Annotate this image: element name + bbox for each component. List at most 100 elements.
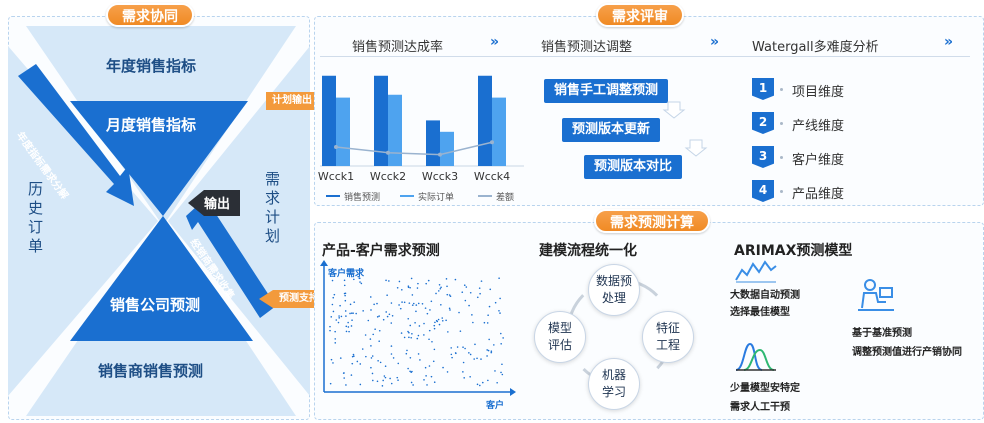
- scatter-point: [330, 316, 333, 318]
- scatter-x-arrow: [510, 388, 516, 396]
- diag-arrow-top: [18, 64, 134, 206]
- chevron-icon-2: »: [710, 34, 720, 50]
- scatter-point: [479, 292, 481, 295]
- history-band: [8, 46, 158, 396]
- scatter-point: [352, 312, 354, 314]
- scatter-point: [454, 278, 457, 281]
- scatter-point: [493, 344, 495, 346]
- plan-band: [168, 46, 310, 396]
- scatter-point: [378, 340, 380, 343]
- scatter-point: [483, 321, 486, 324]
- scatter-point: [351, 319, 353, 321]
- bar-forecast-Wcck3: [426, 120, 440, 166]
- tab-underline: [320, 56, 970, 57]
- scatter-point: [412, 384, 414, 386]
- scatter-point: [406, 349, 408, 352]
- scatter-point: [435, 319, 438, 322]
- scatter-point: [334, 338, 337, 340]
- step-manual-adjust[interactable]: 销售手工调整预测: [544, 79, 669, 103]
- scatter-point: [409, 324, 412, 327]
- scatter-point: [499, 312, 501, 314]
- scatter-point: [502, 337, 504, 339]
- scatter-point: [390, 345, 393, 347]
- scatter-point: [498, 277, 500, 279]
- scatter-point: [445, 319, 447, 322]
- scatter-point: [344, 294, 346, 297]
- diff-point: [438, 152, 442, 157]
- flow-node-evaluate[interactable]: 模型 评估: [534, 311, 586, 363]
- scatter-point: [334, 330, 336, 333]
- scatter-point: [487, 379, 489, 382]
- scatter-point: [408, 302, 411, 304]
- scatter-point: [348, 330, 350, 333]
- scatter-point: [344, 310, 347, 312]
- scatter-point: [486, 355, 488, 357]
- scatter-point: [433, 348, 436, 351]
- scatter-point: [480, 358, 482, 360]
- diff-line: [335, 141, 493, 156]
- scatter-point: [423, 379, 425, 381]
- scatter-point: [462, 346, 464, 348]
- scatter-point: [433, 324, 436, 327]
- scatter-point: [338, 315, 340, 317]
- sales-company-label: 销售公司预测: [110, 296, 201, 314]
- scatter-point: [496, 381, 498, 384]
- scatter-point: [390, 302, 393, 304]
- scatter-xlabel: 客户: [486, 401, 505, 411]
- scatter-point: [408, 331, 410, 334]
- scatter-point: [488, 305, 491, 308]
- demand-plan-label: 需 求 计 划: [265, 170, 281, 245]
- scatter-point: [331, 279, 334, 282]
- legend-label: 实际订单: [418, 191, 454, 203]
- scatter-point: [423, 334, 425, 336]
- scatter-point: [409, 356, 412, 359]
- scatter-point: [445, 278, 448, 280]
- flow-node-preprocess[interactable]: 数据预 处理: [588, 264, 640, 316]
- scatter-point: [428, 329, 431, 332]
- dimension-label[interactable]: 产线维度: [792, 119, 845, 134]
- tab-waterfall[interactable]: Watergall多难度分析: [752, 40, 879, 55]
- scatter-point: [401, 288, 403, 291]
- scatter-point: [376, 380, 379, 383]
- distribution-icon: [735, 342, 776, 371]
- collab-diagram: [8, 26, 310, 416]
- diag-arrow-bottom: [186, 196, 276, 318]
- dimension-label[interactable]: 产品维度: [792, 187, 845, 202]
- scatter-point: [400, 332, 403, 334]
- step-version-update[interactable]: 预测版本更新: [562, 118, 661, 142]
- scatter-point: [384, 365, 387, 368]
- scatter-point: [447, 331, 449, 333]
- scatter-point: [385, 279, 387, 282]
- scatter-point: [364, 334, 367, 336]
- scatter-point: [407, 317, 410, 320]
- scatter-point: [421, 302, 424, 305]
- scatter-point: [438, 283, 441, 286]
- scatter-point: [468, 304, 470, 307]
- tab-achievement[interactable]: 销售预测达成率: [352, 40, 444, 55]
- scatter-point: [411, 370, 413, 373]
- scatter-point: [450, 347, 453, 349]
- scatter-point: [423, 322, 425, 325]
- scatter-point: [476, 357, 478, 360]
- scatter-point: [417, 302, 420, 305]
- dimension-dot: [780, 88, 783, 91]
- scatter-point: [456, 346, 459, 348]
- dimension-label[interactable]: 项目维度: [792, 85, 845, 100]
- scatter-point: [384, 376, 387, 379]
- scatter-point: [462, 371, 464, 373]
- scatter-point: [487, 349, 490, 352]
- flow-node-ml[interactable]: 机器 学习: [588, 358, 640, 410]
- scatter-point: [469, 353, 472, 356]
- scatter-point: [490, 350, 493, 353]
- scatter-point: [487, 314, 489, 317]
- step-version-compare[interactable]: 预测版本对比: [584, 155, 683, 179]
- flow-node-feature[interactable]: 特征 工程: [642, 311, 694, 363]
- tab-adjustment[interactable]: 销售预测达调整: [541, 40, 633, 55]
- legend-label: 销售预测: [344, 191, 380, 203]
- dimension-label[interactable]: 客户维度: [792, 153, 845, 168]
- scatter-point: [486, 322, 489, 324]
- scatter-point: [469, 291, 472, 294]
- scatter-point: [338, 317, 341, 319]
- bar-actual-Wcck2: [388, 94, 402, 166]
- scatter-point: [344, 299, 347, 302]
